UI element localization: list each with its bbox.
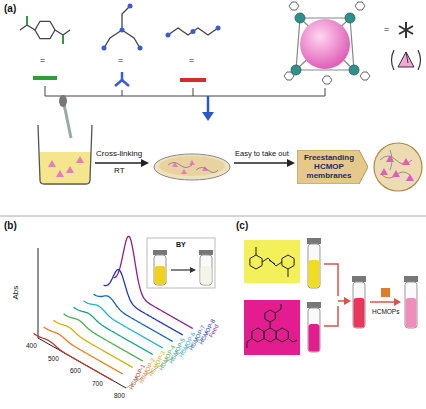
bracket: [45, 86, 325, 96]
arrowhead: [394, 298, 401, 306]
arrow: [207, 96, 210, 113]
spectrum-curve: [54, 320, 133, 367]
inset-vials: [147, 238, 215, 288]
arrow: [234, 162, 288, 164]
spectrum-curve: [44, 327, 123, 374]
arrow: [95, 162, 142, 164]
tick-label: 500: [48, 355, 59, 362]
step-label: RT: [114, 166, 125, 175]
spectrum-curve: [84, 301, 163, 348]
equals-sign: =: [189, 55, 194, 65]
vials: [307, 238, 418, 352]
diamine-structure: [166, 26, 221, 38]
inset-label: BY: [176, 241, 186, 249]
dye-structures: [244, 240, 300, 355]
arrowhead: [202, 112, 214, 121]
blue-key: [115, 72, 129, 86]
tick-label: 600: [70, 367, 81, 374]
axis-title: Abs: [11, 285, 20, 299]
panel-label: (c): [236, 220, 248, 232]
beaker: [38, 95, 92, 184]
arrowhead: [141, 159, 149, 167]
green-key: [33, 76, 57, 80]
band-text: Freestanding HCMOP membranes: [301, 153, 357, 181]
equals-sign: =: [40, 55, 45, 65]
step-label: Easy to take out: [235, 150, 289, 159]
panel-separator: [0, 216, 426, 217]
aldehyde-structure: [20, 16, 70, 44]
membrane-piece: [381, 288, 390, 297]
y-axis: [38, 248, 39, 338]
amine-structure: [102, 4, 143, 51]
tick-label: 700: [92, 380, 103, 387]
membrane-band: Freestanding HCMOP membranes: [297, 150, 368, 184]
spectrum-curve: [64, 314, 143, 361]
petri-dish: [154, 154, 230, 180]
spectrum-curve: [94, 294, 173, 341]
tick-label: 800: [114, 392, 125, 399]
arrowhead: [287, 159, 295, 167]
arrow: [370, 301, 395, 303]
membrane-zoom: [374, 143, 422, 191]
band-outline: [297, 150, 368, 184]
panel-label: (b): [4, 220, 17, 232]
symbol-key: [392, 22, 421, 70]
product-label: HCMOPs: [372, 308, 399, 315]
panel-label: (a): [4, 3, 16, 15]
arrowhead: [344, 297, 351, 305]
equals-sign: =: [118, 55, 123, 65]
tick-label: 400: [26, 342, 37, 349]
red-key: [180, 78, 206, 82]
equals-sign: =: [384, 24, 389, 34]
step-label: Cross-linking: [96, 149, 142, 158]
spectrum-curve: [74, 307, 153, 354]
merge-arrow: [324, 264, 345, 326]
cage-structure: [284, 2, 370, 84]
spectrum-curve: [34, 333, 113, 380]
